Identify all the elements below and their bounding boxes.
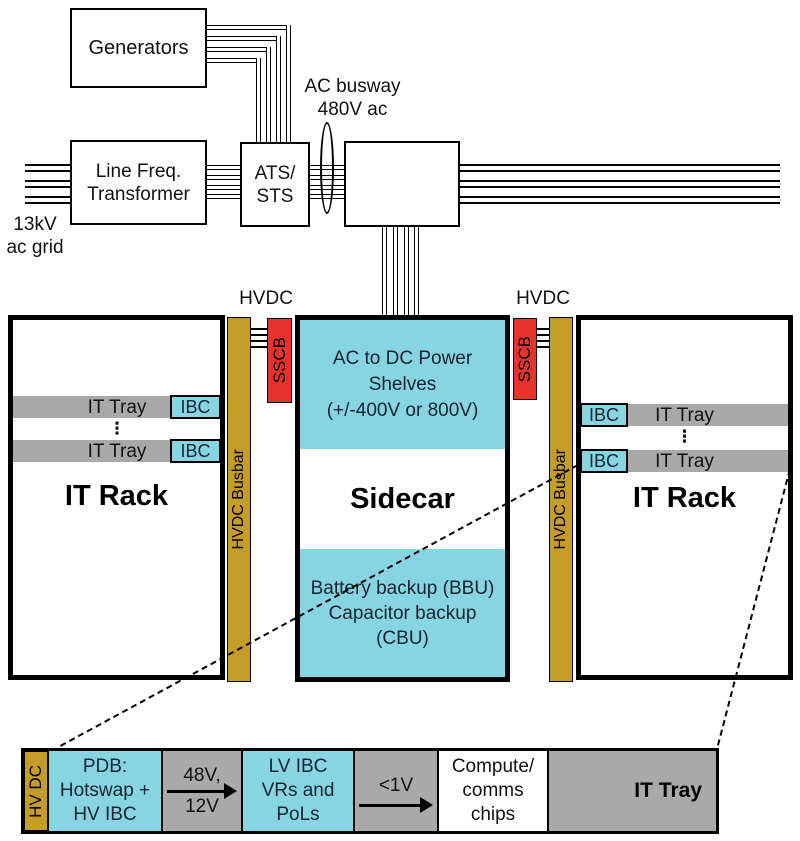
conv-48v-cell: 48V, 12V <box>163 751 243 831</box>
left-busbar-label: HVDC Busbar <box>230 449 247 550</box>
left-rack-dots: ⋮ <box>108 419 126 438</box>
sidecar-feed-wire <box>404 227 409 317</box>
left-rack-title: IT Rack <box>64 480 169 512</box>
distribution-box <box>344 141 460 227</box>
left-tray-1-label: IT Tray <box>87 396 147 418</box>
arrow-1v <box>359 796 433 813</box>
left-hvdc-busbar: HVDC Busbar <box>227 317 251 682</box>
grid-label: 13kV ac grid <box>6 214 64 258</box>
sidecar-feed-wire <box>382 227 387 317</box>
busway-wire <box>460 180 780 188</box>
sidecar-title: Sidecar <box>350 483 455 515</box>
sscb-wire <box>251 346 267 348</box>
sscb-wire <box>537 328 549 330</box>
ac-wire <box>207 175 240 180</box>
left-sscb: SSCB <box>267 318 292 403</box>
left-ibc-1: IBC <box>170 395 221 419</box>
generator-wire <box>207 58 261 63</box>
generators-label: Generators <box>88 36 189 59</box>
ac-wire <box>207 185 240 190</box>
sidecar-feed-wire <box>414 227 419 317</box>
sscb-wire <box>251 334 267 336</box>
right-tray-1-label: IT Tray <box>655 404 714 426</box>
right-tray-2-label: IT Tray <box>655 450 714 472</box>
sscb-wire <box>537 340 549 342</box>
left-tray-2-label: IT Tray <box>87 440 147 462</box>
sscb-wire <box>251 328 267 330</box>
sscb-wire <box>537 346 549 348</box>
sscb-wire <box>537 334 549 336</box>
left-rack <box>8 315 225 680</box>
right-ibc-2: IBC <box>580 449 628 473</box>
right-ibc-1: IBC <box>580 403 628 427</box>
generator-wire <box>266 47 271 143</box>
grid-feed-wire <box>25 164 72 172</box>
hvdc-input-cell: HV DC <box>24 751 49 831</box>
grid-feed-wire <box>25 180 72 188</box>
transformer-box: Line Freq. Transformer <box>70 140 207 225</box>
right-busbar-label: HVDC Busbar <box>552 449 569 550</box>
left-ibc-2: IBC <box>170 439 221 463</box>
generator-wire <box>207 36 281 41</box>
grid-feed-wire <box>25 196 72 204</box>
right-rack <box>576 315 793 680</box>
right-hvdc-busbar: HVDC Busbar <box>549 317 573 682</box>
busway-wire <box>460 196 780 204</box>
sidecar-feed-wire <box>393 227 398 317</box>
busway-ellipse <box>320 122 334 214</box>
compute-cell: Compute/ comms chips <box>439 751 549 831</box>
generator-wire <box>256 58 261 143</box>
right-sscb-label: SSCB <box>515 335 534 383</box>
generator-wire <box>286 25 291 143</box>
hvdc-label-right: HVDC <box>516 288 570 309</box>
right-tray-1: IT Tray <box>581 404 788 426</box>
power-shelves-region: AC to DC Power Shelves (+/-400V or 800V) <box>300 320 505 449</box>
busway-wire <box>460 164 780 172</box>
left-sscb-label: SSCB <box>269 337 289 384</box>
generator-wire <box>276 36 281 143</box>
it-tray-cell: IT Tray <box>549 751 716 831</box>
battery-backup-region: Battery backup (BBU) Capacitor backup (C… <box>300 549 505 677</box>
busway-label: AC busway 480V ac <box>304 76 401 120</box>
hvdc-input-label: HV DC <box>26 764 45 818</box>
right-rack-title: IT Rack <box>632 482 737 514</box>
sscb-wire <box>251 340 267 342</box>
arrow-48v <box>167 782 237 799</box>
hvdc-label-left: HVDC <box>239 288 293 309</box>
right-tray-2: IT Tray <box>581 450 788 472</box>
ac-wire <box>207 194 240 199</box>
it-tray-detail-label: IT Tray <box>634 779 702 802</box>
generators-box: Generators <box>70 8 207 88</box>
left-tray-1: IT Tray <box>13 396 221 418</box>
right-sscb: SSCB <box>513 318 537 400</box>
lv-ibc-cell: LV IBC VRs and PoLs <box>243 751 355 831</box>
pdb-cell: PDB: Hotswap + HV IBC <box>49 751 163 831</box>
ats-sts-box: ATS/ STS <box>240 142 310 227</box>
ac-wire <box>207 165 240 170</box>
generator-wire <box>207 25 291 30</box>
right-rack-dots: ⋮ <box>676 427 693 446</box>
left-tray-2: IT Tray <box>13 440 221 462</box>
conv-1v-cell: <1V <box>355 751 439 831</box>
it-tray-detail-strip: HV DC PDB: Hotswap + HV IBC 48V, 12V LV … <box>21 748 719 834</box>
generator-wire <box>207 47 271 52</box>
